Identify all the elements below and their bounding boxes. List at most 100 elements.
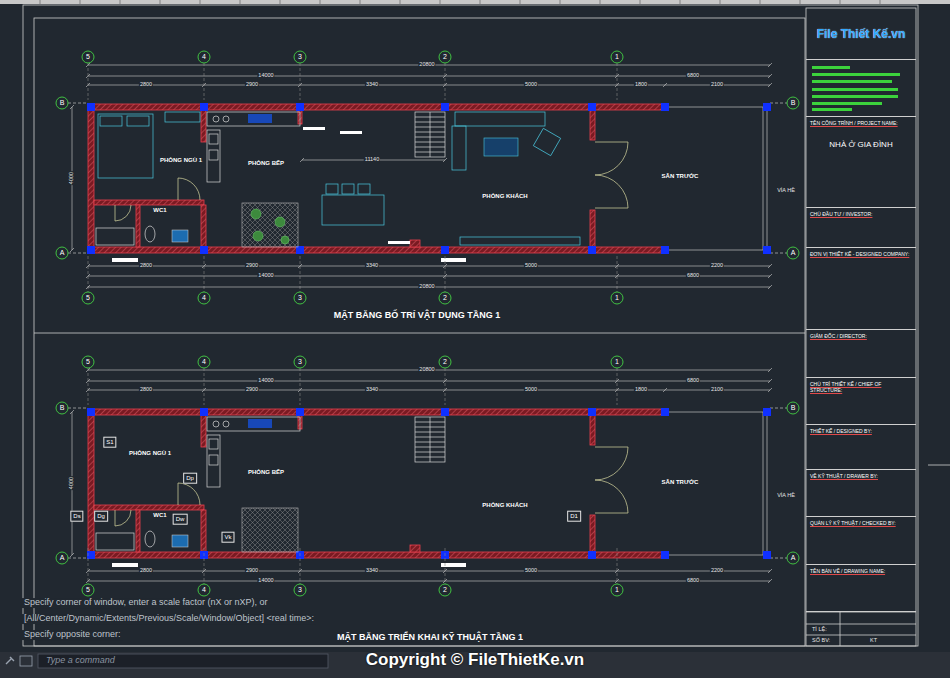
grid-bubble-label: B — [791, 99, 796, 107]
cad-geometry — [100, 116, 122, 126]
dimension-text: 5000 — [524, 387, 538, 393]
grid-bubble-label: 1 — [615, 586, 619, 594]
room-label-box: PHÒNG BẾP — [246, 159, 286, 167]
cad-geometry — [484, 138, 518, 156]
cad-geometry — [251, 209, 261, 219]
grid-bubble-label: B — [791, 404, 796, 412]
tag-text: D1 — [570, 513, 578, 520]
grid-bubble-label: 5 — [86, 294, 90, 302]
dimension-text: 20800 — [418, 284, 435, 290]
wrench-icon — [6, 657, 14, 664]
cad-geometry — [340, 131, 362, 134]
door-tag: Dw — [173, 514, 188, 525]
cell-heading: ĐƠN VỊ THIẾT KẾ - DESIGNED COMPANY: — [810, 251, 912, 257]
tag-text: S1 — [106, 439, 113, 446]
tag-text: Dp — [186, 475, 194, 482]
cad-geometry — [251, 209, 289, 244]
cad-geometry — [812, 95, 898, 98]
dimension-text: 11140 — [364, 157, 380, 163]
grid-bubble-label: 1 — [615, 358, 619, 366]
dimension-text: 2800 — [139, 387, 153, 393]
logo-box: File Thiết Kế.vn — [806, 8, 916, 60]
title-block-text: KT — [870, 637, 877, 643]
grid-bubble-label: 5 — [86, 586, 90, 594]
cad-geometry — [358, 184, 370, 194]
cad-geometry — [806, 624, 916, 625]
grid-bubble-label: 2 — [443, 294, 447, 302]
command-input — [38, 654, 328, 668]
door-tag: D1 — [567, 511, 581, 522]
cad-geometry — [460, 237, 580, 245]
command-history: [All/Center/Dynamic/Extents/Previous/Sca… — [22, 614, 316, 624]
ruler — [0, 0, 950, 4]
cad-geometry — [82, 256, 623, 304]
sidewalk-label: VỈA HÈ — [777, 492, 795, 498]
grid-bubble-label: A — [791, 249, 796, 257]
ruler-ticks — [40, 0, 880, 4]
cad-geometry — [98, 112, 580, 245]
cad-geometry — [303, 127, 325, 130]
cad-geometry — [812, 80, 892, 83]
cell-heading: TÊN BẢN VẼ / DRAWING NAME: — [810, 568, 912, 574]
cad-geometry — [23, 5, 918, 646]
watermark: Copyright © FileThietKe.vn — [366, 651, 584, 670]
cad-geometry — [812, 88, 898, 91]
tag-text: Vk — [224, 534, 231, 541]
cad-geometry — [34, 18, 805, 646]
title-block-cell: VẼ KỸ THUẬT / DRAWER BY: — [806, 470, 916, 517]
cad-geometry — [812, 102, 882, 105]
command-icon — [20, 656, 32, 666]
cad-geometry — [300, 158, 447, 162]
floor-plan-1 — [56, 51, 799, 304]
grid-bubble-label: 3 — [298, 53, 302, 61]
grid-bubble-label: 4 — [202, 358, 206, 366]
cad-geometry — [812, 66, 850, 69]
cad-geometry — [840, 612, 841, 646]
title-block-bars — [812, 66, 900, 111]
sidewalk-label: VỈA HÈ — [777, 187, 795, 193]
command-history: Specify opposite corner: — [22, 630, 123, 640]
cad-geometry — [253, 231, 263, 241]
cell-heading: THIẾT KẾ / DESIGNED BY: — [810, 428, 912, 434]
dimension-text: 14000 — [257, 73, 274, 79]
cad-geometry — [82, 51, 623, 100]
dimension-text: 2800 — [139, 568, 153, 574]
cell-heading: VẼ KỸ THUẬT / DRAWER BY: — [810, 473, 912, 479]
door-tag: Dg — [94, 511, 108, 522]
title-block-cell: GIÁM ĐỐC / DIRECTOR: — [806, 330, 916, 378]
room-label-box: PHÒNG KHÁCH — [480, 501, 529, 509]
room-label-box: PHÒNG BẾP — [246, 468, 286, 476]
room-label-box: PHÒNG NGỦ 1 — [158, 156, 204, 164]
cad-geometry — [56, 368, 799, 583]
dimension-text: 4000 — [69, 171, 75, 185]
cad-geometry — [56, 63, 799, 278]
grid-bubble-label: A — [791, 554, 796, 562]
door-tag: Vk — [221, 532, 234, 543]
cell-heading: CHỦ TRÌ THIẾT KẾ / CHIEF OF STRUCTURE: — [810, 381, 912, 393]
cell-heading: GIÁM ĐỐC / DIRECTOR: — [810, 333, 912, 339]
title-block-cell: QUẢN LÝ KỸ THUẬT / CHECKED BY: — [806, 517, 916, 565]
title-block-cell: CHỦ TRÌ THIẾT KẾ / CHIEF OF STRUCTURE: — [806, 378, 916, 425]
cad-geometry — [342, 184, 354, 194]
cell-heading: CHỦ ĐẦU TƯ / INVESTOR: — [810, 211, 912, 217]
cad-geometry — [303, 127, 410, 244]
cad-geometry — [928, 465, 950, 466]
command-prompt: Type a command — [46, 656, 115, 666]
tag-text: Dw — [176, 516, 185, 523]
cad-geometry — [34, 333, 805, 334]
dimension-text: 6800 — [686, 73, 700, 79]
dimension-text: 5000 — [524, 263, 538, 269]
room-label-box: PHÒNG NGỦ 1 — [127, 449, 173, 457]
cad-geometry — [806, 635, 916, 636]
grid-bubble-label: A — [60, 249, 65, 257]
dimension-text: 2900 — [245, 568, 259, 574]
dimension-text: 3340 — [365, 568, 379, 574]
title-block-cell: TÊN BẢN VẼ / DRAWING NAME: — [806, 565, 916, 612]
cad-geometry — [86, 158, 772, 289]
dimension-text: 2900 — [245, 263, 259, 269]
dimension-text: 6800 — [686, 273, 700, 279]
dimension-text: 6800 — [686, 378, 700, 384]
command-history: Specify corner of window, enter a scale … — [22, 598, 270, 608]
cad-geometry — [82, 356, 623, 405]
